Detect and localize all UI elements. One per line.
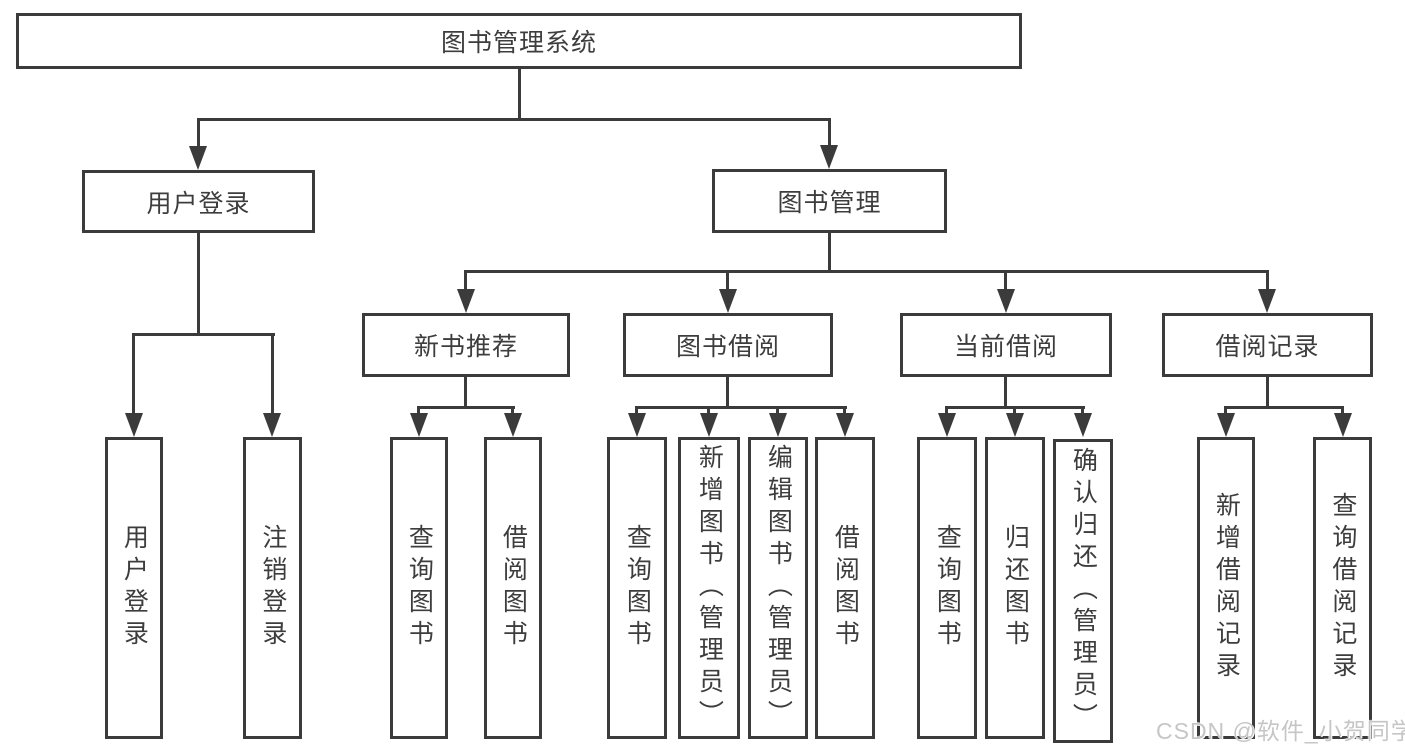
leaf-current-confirm-admin: 确认归还（管理员） xyxy=(1053,439,1113,743)
connector-vline xyxy=(1013,406,1016,418)
leaf-borrow-borrow-label: 借阅图书 xyxy=(831,524,860,652)
connector-vline xyxy=(132,333,135,415)
node-user-login: 用户登录 xyxy=(82,170,315,233)
node-new-book-recommend: 新书推荐 xyxy=(362,313,570,377)
connector-vline xyxy=(1004,270,1007,292)
connector-vline xyxy=(1081,406,1084,418)
connector-vline xyxy=(726,270,729,292)
connector-vline xyxy=(635,406,638,418)
arrowhead-down-icon xyxy=(1217,413,1235,437)
connector-vline xyxy=(843,406,846,418)
arrowhead-down-icon xyxy=(125,413,143,437)
leaf-current-query-label: 查询图书 xyxy=(933,524,962,652)
connector-vline xyxy=(518,67,521,120)
arrowhead-down-icon xyxy=(820,145,838,169)
leaf-borrow-borrow: 借阅图书 xyxy=(815,437,875,739)
arrowhead-down-icon xyxy=(997,289,1015,313)
connector-vline xyxy=(1224,406,1227,418)
node-book-management: 图书管理 xyxy=(712,169,947,233)
leaf-user-login-label: 用户登录 xyxy=(120,524,149,652)
arrowhead-down-icon xyxy=(1006,413,1024,437)
connector-hline xyxy=(636,406,847,409)
leaf-user-login: 用户登录 xyxy=(105,437,163,739)
node-book-borrow-label: 图书借阅 xyxy=(675,333,780,361)
connector-hline xyxy=(418,406,515,409)
connector-vline xyxy=(726,376,729,408)
leaf-newbooks-borrow-label: 借阅图书 xyxy=(499,524,528,652)
arrowhead-down-icon xyxy=(700,413,718,437)
connector-vline xyxy=(945,406,948,418)
leaf-borrow-add-admin: 新增图书（管理员） xyxy=(678,437,740,739)
connector-hline xyxy=(133,333,275,336)
leaf-borrow-query-label: 查询图书 xyxy=(623,524,652,652)
arrowhead-down-icon xyxy=(836,413,854,437)
arrowhead-down-icon xyxy=(628,413,646,437)
connector-hline xyxy=(197,118,831,121)
connector-vline xyxy=(1266,270,1269,292)
connector-vline xyxy=(464,376,467,408)
node-book-borrow: 图书借阅 xyxy=(623,313,833,377)
leaf-current-query: 查询图书 xyxy=(917,437,977,739)
connector-vline xyxy=(1266,376,1269,408)
arrowhead-down-icon xyxy=(263,413,281,437)
node-root-label: 图书管理系统 xyxy=(440,29,597,57)
leaf-records-add: 新增借阅记录 xyxy=(1197,437,1255,739)
leaf-current-return: 归还图书 xyxy=(985,437,1045,739)
leaf-borrow-add-admin-label: 新增图书（管理员） xyxy=(695,444,724,732)
connector-vline xyxy=(417,406,420,418)
leaf-records-add-label: 新增借阅记录 xyxy=(1212,492,1241,684)
leaf-records-query: 查询借阅记录 xyxy=(1313,437,1372,739)
leaf-borrow-edit-admin: 编辑图书（管理员） xyxy=(748,437,808,739)
arrowhead-down-icon xyxy=(504,413,522,437)
connector-vline xyxy=(271,333,274,415)
arrowhead-down-icon xyxy=(938,413,956,437)
arrowhead-down-icon xyxy=(1258,289,1276,313)
node-current-borrow-label: 当前借阅 xyxy=(953,333,1058,361)
connector-vline xyxy=(828,118,831,148)
arrowhead-down-icon xyxy=(457,289,475,313)
leaf-current-confirm-admin-label: 确认归还（管理员） xyxy=(1069,447,1098,735)
connector-vline xyxy=(1004,376,1007,408)
leaf-newbooks-query-label: 查询图书 xyxy=(405,524,434,652)
node-borrow-records-label: 借阅记录 xyxy=(1215,333,1320,361)
leaf-newbooks-query: 查询图书 xyxy=(390,437,448,739)
connector-hline xyxy=(465,270,1269,273)
csdn-watermark: CSDN @软件_小贺同学 xyxy=(1156,718,1405,744)
connector-vline xyxy=(1341,406,1344,418)
leaf-logout-label: 注销登录 xyxy=(258,524,287,652)
connector-hline xyxy=(1225,406,1344,409)
leaf-current-return-label: 归还图书 xyxy=(1001,524,1030,652)
leaf-borrow-query: 查询图书 xyxy=(607,437,667,739)
connector-vline xyxy=(776,406,779,418)
arrowhead-down-icon xyxy=(1074,413,1092,437)
connector-vline xyxy=(464,270,467,292)
arrowhead-down-icon xyxy=(410,413,428,437)
node-user-login-label: 用户登录 xyxy=(146,189,251,218)
leaf-newbooks-borrow: 借阅图书 xyxy=(484,437,542,739)
leaf-logout: 注销登录 xyxy=(243,437,302,739)
node-new-book-recommend-label: 新书推荐 xyxy=(413,333,518,361)
node-current-borrow: 当前借阅 xyxy=(900,313,1112,377)
connector-vline xyxy=(197,118,200,148)
node-root-system: 图书管理系统 xyxy=(16,13,1022,69)
arrowhead-down-icon xyxy=(189,146,207,170)
leaf-borrow-edit-admin-label: 编辑图书（管理员） xyxy=(764,444,793,732)
node-book-management-label: 图书管理 xyxy=(777,189,882,217)
connector-vline xyxy=(707,406,710,418)
arrowhead-down-icon xyxy=(719,289,737,313)
connector-vline xyxy=(511,406,514,418)
connector-vline xyxy=(828,232,831,273)
arrowhead-down-icon xyxy=(1334,413,1352,437)
leaf-records-query-label: 查询借阅记录 xyxy=(1328,492,1357,684)
node-borrow-records: 借阅记录 xyxy=(1162,313,1373,377)
arrowhead-down-icon xyxy=(769,413,787,437)
connector-vline xyxy=(197,232,200,336)
